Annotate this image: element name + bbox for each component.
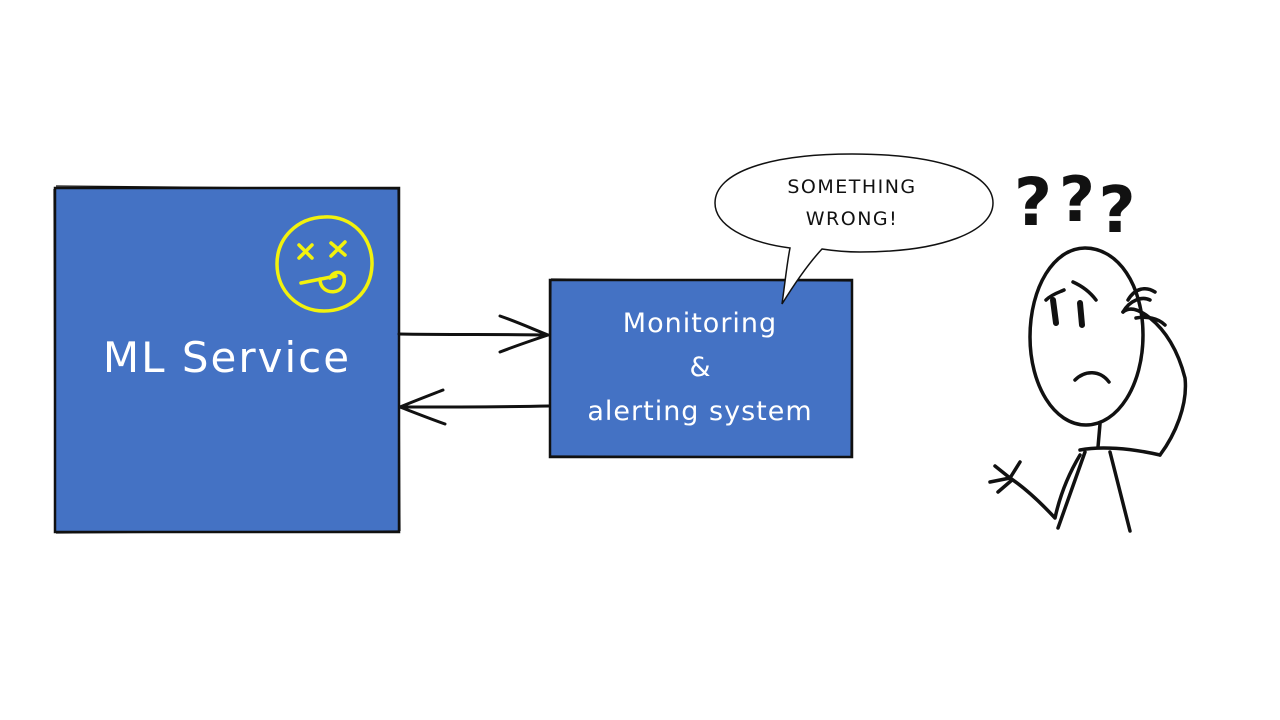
figure-left-arm	[1008, 453, 1082, 520]
dizzy-face-right-eye	[329, 240, 347, 258]
arrow-to-monitoring	[397, 314, 550, 354]
speech-bubble-line1: SOMETHING	[787, 176, 916, 198]
figure-left-eye	[1050, 297, 1059, 326]
question-mark-1: ?	[1014, 164, 1052, 241]
dizzy-face-left-eye	[297, 243, 314, 260]
arrow-to-ml-service-head	[398, 388, 447, 426]
question-marks: ? ? ?	[1014, 163, 1136, 248]
figure-left-eyebrow	[1044, 288, 1066, 302]
figure-right-eyebrow	[1071, 280, 1098, 302]
speech-bubble-shape	[714, 153, 994, 305]
figure-shoulders	[1078, 446, 1162, 457]
figure-right-leg	[1108, 450, 1132, 533]
monitoring-label-line3: alerting system	[587, 396, 812, 427]
figure-left-hand	[988, 460, 1022, 494]
arrow-to-monitoring-head	[498, 314, 550, 354]
speech-bubble-line2: WRONG!	[806, 208, 899, 230]
figure-right-arm	[1121, 307, 1188, 457]
dizzy-face-icon	[275, 215, 374, 313]
figure-right-eye	[1077, 300, 1085, 328]
figure-left-leg	[1056, 450, 1087, 530]
monitoring-sketch-edge	[548, 278, 854, 458]
figure-head	[1028, 246, 1145, 427]
ml-service-box: ML Service	[53, 185, 401, 534]
ml-service-label: ML Service	[103, 333, 351, 382]
question-mark-3: ?	[1098, 174, 1135, 248]
speech-bubble: SOMETHING WRONG!	[714, 153, 994, 305]
arrow-to-ml-service-line	[398, 404, 551, 409]
figure-right-hand	[1121, 286, 1167, 327]
monitoring-label-line1: Monitoring	[623, 308, 777, 339]
ml-service-sketch-edge	[53, 185, 401, 534]
arrow-to-ml-service	[398, 388, 551, 426]
monitoring-box: Monitoring & alerting system	[548, 278, 854, 459]
monitoring-label-line2: &	[689, 352, 710, 383]
arrow-to-monitoring-line	[397, 332, 550, 337]
question-mark-2: ?	[1059, 163, 1095, 236]
dizzy-face-outline	[275, 215, 374, 313]
dizzy-face-tongue	[318, 270, 346, 294]
confused-stick-figure-icon	[988, 246, 1188, 533]
figure-mouth	[1073, 371, 1111, 384]
figure-neck	[1096, 422, 1102, 449]
